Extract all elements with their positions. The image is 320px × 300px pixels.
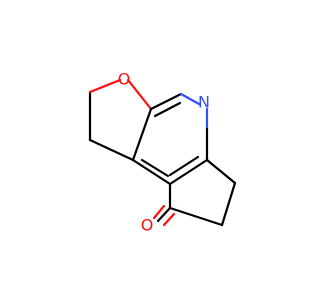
bond-carbonyl-single [156, 206, 172, 223]
atom-label-carbonyl-oxygen: O [141, 216, 154, 235]
bond-ch2-lower-left [88, 138, 135, 162]
atom-label-ring-nitrogen: N [198, 93, 210, 112]
molecule-canvas: O N O [88, 69, 237, 235]
bond-carbonyl-double-a [152, 204, 166, 220]
atom-label-ring-oxygen: O [118, 70, 131, 89]
bond-carbonyl-double-b [162, 212, 176, 227]
bond-c-o-left-upper [88, 78, 122, 94]
bond-bottom-left-fused-double [140, 158, 170, 178]
molecule-structure: O N O [88, 70, 237, 235]
bond-cyclopentane-top [205, 158, 237, 185]
bond-top-aromatic-double [153, 101, 182, 118]
bond-top-aromatic [149, 92, 183, 111]
bond-c-c-bottom-right [168, 158, 209, 186]
bond-cyclopentane-right [220, 181, 237, 227]
bond-o-c-fused [126, 78, 153, 111]
bond-c-c-bottom-right-double [168, 155, 200, 177]
bond-c-n [179, 92, 201, 106]
bond-cyclopentane-bottom [168, 206, 224, 227]
bond-fused-top [131, 107, 153, 162]
bond-bottom-left-fused [131, 158, 172, 186]
